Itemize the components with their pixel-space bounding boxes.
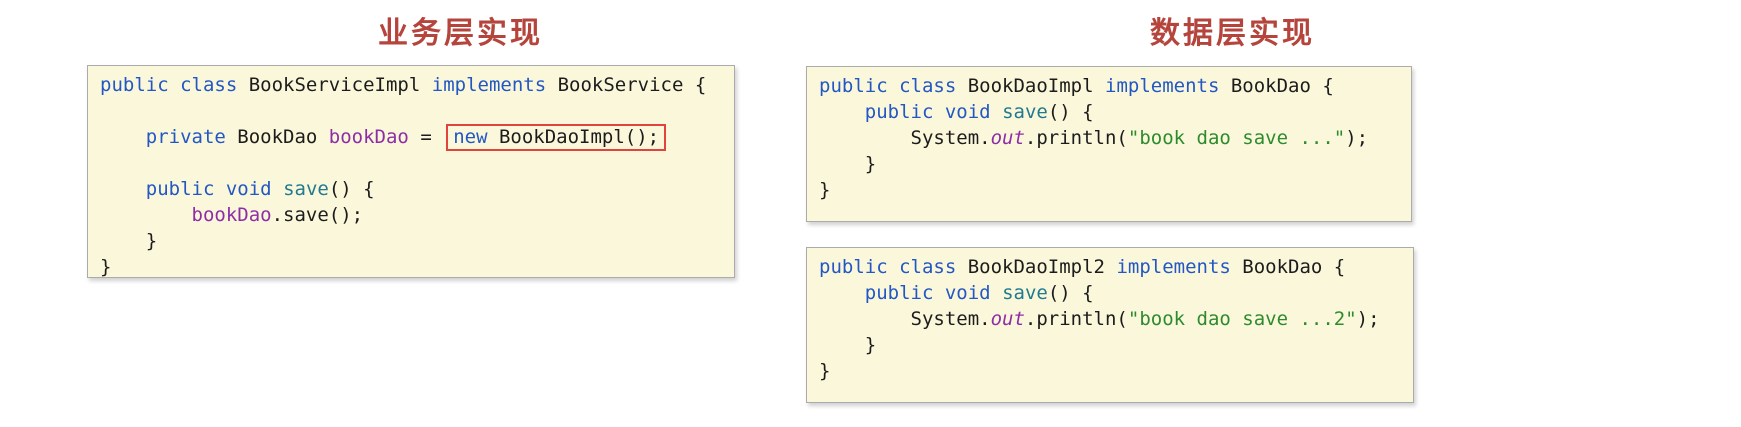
code-line: public void save() { [819,280,1401,306]
code-token: bookDao [191,204,272,226]
code-line: } [819,358,1401,384]
code-token: implements [431,74,547,96]
code-token [100,204,192,226]
code-token: public void [864,282,991,304]
code-panel-book-dao-impl2: public class BookDaoImpl2 implements Boo… [806,247,1414,403]
code-line: } [819,177,1399,203]
code-line: } [819,151,1399,177]
code-token: () { [1047,101,1094,123]
code-token: save [1002,282,1048,304]
code-token: System. [819,308,991,330]
code-token: } [819,153,877,175]
code-token: public class [819,256,957,278]
code-token: save [283,178,329,200]
highlight-box: new BookDaoImpl(); [446,124,667,151]
code-token [272,178,283,200]
code-line: } [100,228,722,254]
code-line: public class BookDaoImpl implements Book… [819,73,1399,99]
code-token: BookDao [225,126,329,148]
code-token: .println( [1024,127,1128,149]
code-token: "book dao save ...2" [1127,308,1357,330]
code-token: () { [1047,282,1094,304]
code-token: "book dao save ..." [1127,127,1346,149]
code-token: ); [1356,308,1380,330]
code-token: public class [819,75,957,97]
code-line: } [100,254,722,280]
code-token: BookDaoImpl(); [487,126,660,148]
code-token: ); [1345,127,1369,149]
code-token: BookDao { [1230,256,1346,278]
code-token: = [408,126,444,148]
code-token: } [819,179,831,201]
code-token: out [990,308,1025,330]
code-line: public void save() { [100,176,722,202]
code-token: BookDaoImpl [956,75,1105,97]
code-token: } [819,360,831,382]
code-token: System. [819,127,991,149]
code-token: out [990,127,1025,149]
code-block-book-dao-impl: public class BookDaoImpl implements Book… [807,67,1411,207]
business-layer-title: 业务层实现 [378,16,543,51]
code-token: } [100,256,112,278]
code-block-book-dao-impl2: public class BookDaoImpl2 implements Boo… [807,248,1413,388]
code-line [100,98,722,124]
code-token: } [819,334,877,356]
code-token [100,126,146,148]
code-token: BookDaoImpl2 [956,256,1117,278]
code-token: } [100,230,158,252]
code-token [819,282,865,304]
code-token: implements [1116,256,1231,278]
data-layer-title: 数据层实现 [1150,16,1315,51]
code-token: () { [328,178,375,200]
code-token: save [1002,101,1048,123]
code-block-book-service-impl: public class BookServiceImpl implements … [88,66,734,284]
code-token: BookServiceImpl [237,74,432,96]
code-token: implements [1105,75,1220,97]
code-token: new [453,126,488,148]
code-token: .println( [1024,308,1128,330]
code-token [100,178,146,200]
code-panel-book-dao-impl: public class BookDaoImpl implements Book… [806,66,1412,222]
code-token [991,101,1002,123]
code-token: public class [100,74,238,96]
code-token: bookDao [328,126,409,148]
code-token: public void [145,178,272,200]
code-line: System.out.println("book dao save ..."); [819,125,1399,151]
code-token: BookService { [546,74,707,96]
code-token: BookDao { [1219,75,1334,97]
code-line: public class BookServiceImpl implements … [100,72,722,98]
code-line: private BookDao bookDao = new BookDaoImp… [100,124,722,151]
code-panel-book-service-impl: public class BookServiceImpl implements … [87,65,735,278]
code-line: } [819,332,1401,358]
code-token: public void [864,101,991,123]
code-line: bookDao.save(); [100,202,722,228]
code-line: public class BookDaoImpl2 implements Boo… [819,254,1401,280]
code-token [819,101,865,123]
code-token: private [145,126,226,148]
code-line [100,150,722,176]
code-line: System.out.println("book dao save ...2")… [819,306,1401,332]
code-token [991,282,1002,304]
code-token: .save(); [271,204,364,226]
code-line: public void save() { [819,99,1399,125]
